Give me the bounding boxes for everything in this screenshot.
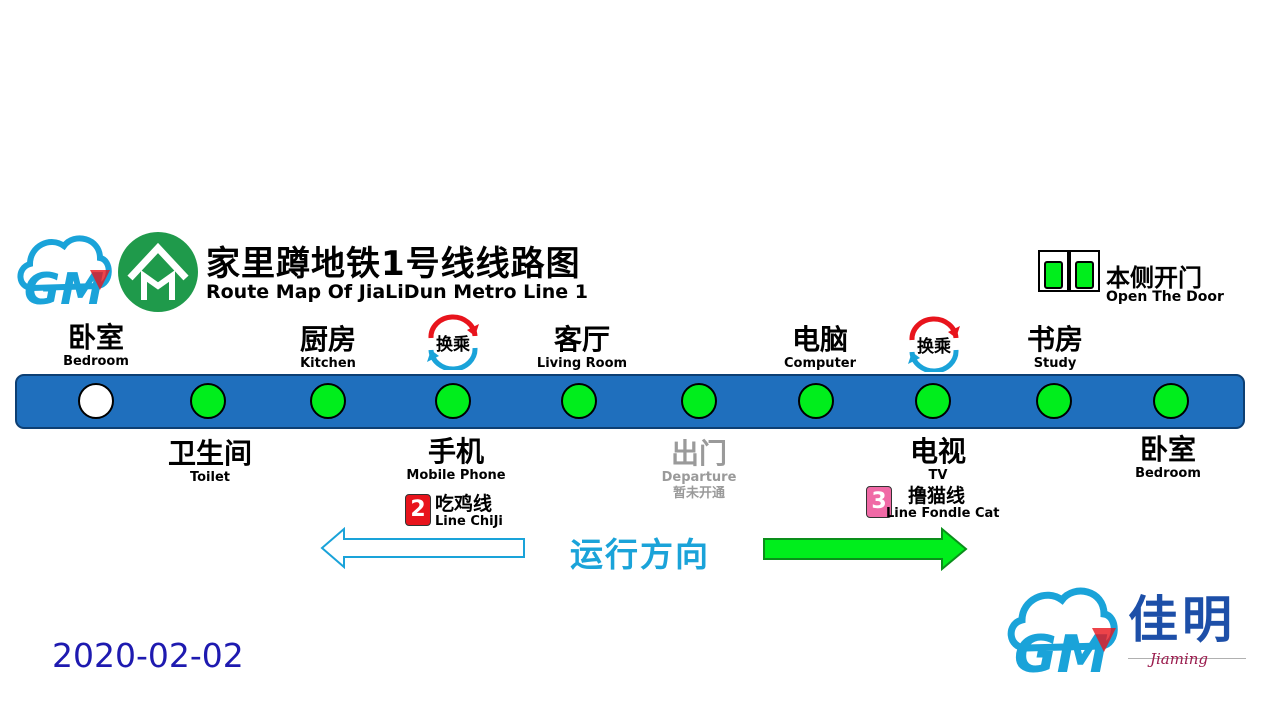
station-computer — [798, 383, 834, 419]
transfer-icon: 换乘 — [906, 316, 962, 374]
station-living-room — [561, 383, 597, 419]
brand-name: 佳明 — [1128, 590, 1236, 649]
station-toilet — [190, 383, 226, 419]
station-bedroom — [78, 383, 114, 419]
brand-logo-icon: GM — [1007, 587, 1118, 680]
door-icon — [1038, 250, 1100, 292]
svg-text:GM: GM — [24, 264, 104, 315]
brand-divider — [1128, 658, 1246, 659]
svg-text:GM: GM — [1014, 625, 1108, 680]
station-departure — [681, 383, 717, 419]
station-study — [1036, 383, 1072, 419]
station-bedroom-end — [1153, 383, 1189, 419]
transfer-icon: 换乘 — [425, 314, 481, 372]
date-text: 2020-02-02 — [52, 636, 244, 675]
station-tv — [915, 383, 951, 419]
arrow-right-icon — [763, 527, 968, 571]
page-title: 家里蹲地铁1号线线路图 — [206, 244, 581, 284]
door-label-en: Open The Door — [1106, 289, 1224, 305]
page-subtitle: Route Map Of JiaLiDun Metro Line 1 — [206, 281, 589, 303]
gm-logo-icon: GM — [17, 235, 112, 315]
station-mobile-phone — [435, 383, 471, 419]
arrow-left-icon — [320, 527, 525, 569]
brand-name-en: Jiaming — [1150, 650, 1209, 668]
door-label: 本侧开门 — [1106, 264, 1202, 292]
metro-logo-icon — [118, 232, 198, 312]
direction-label: 运行方向 — [570, 535, 710, 574]
station-kitchen — [310, 383, 346, 419]
